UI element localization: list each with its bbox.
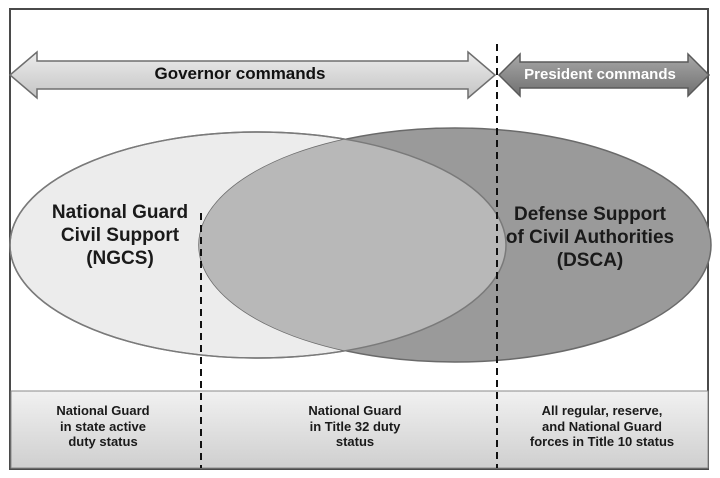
- status-t10-line-3: forces in Title 10 status: [529, 434, 675, 450]
- overlap-region: [199, 132, 506, 358]
- status-title-32: National Guard in Title 32 duty status: [215, 403, 495, 450]
- status-state-line-1: National Guard: [56, 403, 150, 418]
- ngcs-line-3: (NGCS): [86, 247, 154, 269]
- dsca-line-3: (DSCA): [556, 249, 624, 271]
- president-commands-arrow: [497, 52, 711, 98]
- governor-commands-arrow: [8, 50, 497, 100]
- dsca-line-2: of Civil Authorities: [505, 226, 675, 248]
- status-title-10: All regular, reserve, and National Guard…: [502, 403, 702, 450]
- president-commands-label: President commands: [524, 66, 676, 83]
- status-t10-line-2: and National Guard: [542, 418, 662, 434]
- ngcs-label: National Guard Civil Support (NGCS): [20, 202, 220, 270]
- status-t10-line-1: All regular, reserve,: [541, 403, 663, 418]
- status-state-line-3: duty status: [68, 434, 138, 450]
- ngcs-line-1: National Guard: [51, 202, 189, 223]
- governor-commands-label: Governor commands: [154, 64, 326, 83]
- status-t32-line-2: in Title 32 duty: [309, 418, 401, 434]
- ngcs-ellipse-outline: [9, 131, 507, 359]
- status-t32-line-3: status: [335, 434, 375, 450]
- status-t32-line-1: National Guard: [308, 403, 402, 418]
- status-bar: [10, 390, 709, 469]
- dsca-label: Defense Support of Civil Authorities (DS…: [485, 204, 695, 272]
- status-state-line-2: in state active: [60, 418, 146, 434]
- ngcs-line-2: Civil Support: [60, 224, 180, 246]
- dsca-line-1: Defense Support: [513, 204, 667, 225]
- status-state-active: National Guard in state active duty stat…: [18, 403, 188, 450]
